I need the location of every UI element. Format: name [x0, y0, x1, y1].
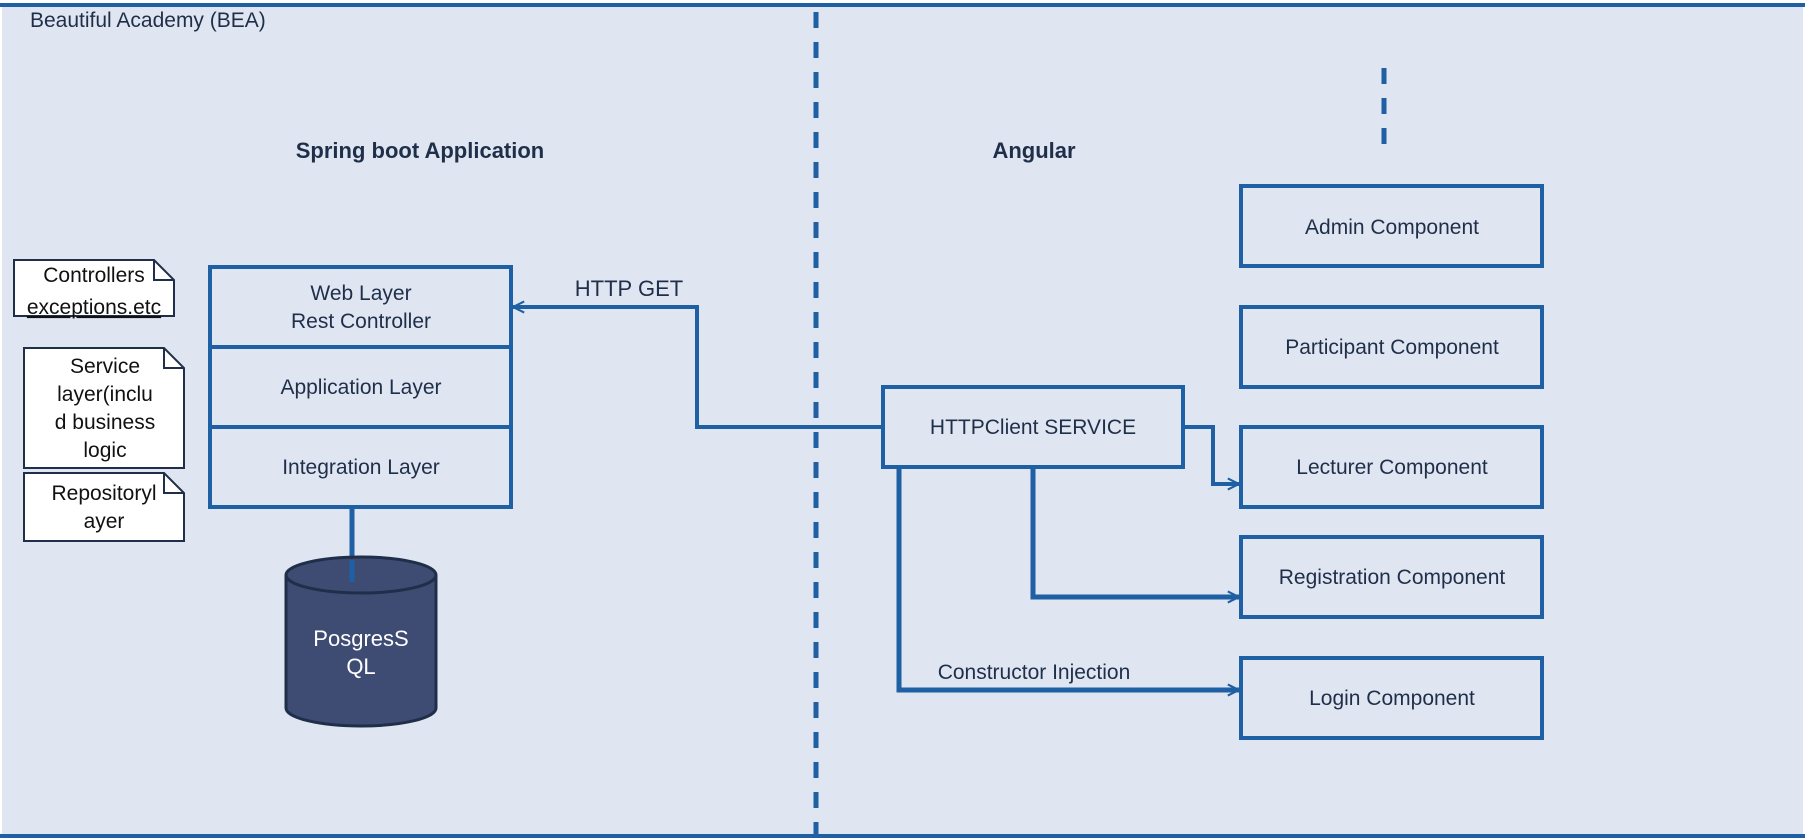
note-repository-line1: Repositoryl	[51, 482, 156, 505]
frame-background	[2, 4, 1803, 836]
service-to-login-arrow	[896, 467, 1239, 690]
note-service-line1: Service	[70, 355, 140, 378]
frontend-heading: Angular	[992, 138, 1076, 163]
note-service-line2: layer(inclu	[57, 383, 153, 406]
registration-component-label: Registration Component	[1279, 566, 1506, 589]
note-service: Service layer(inclu d business logic	[23, 347, 185, 469]
lecturer-component-label: Lecturer Component	[1296, 456, 1488, 479]
layer-integration-label: Integration Layer	[282, 456, 440, 479]
constructor-injection-label: Constructor Injection	[938, 661, 1131, 684]
admin-component-label: Admin Component	[1305, 216, 1479, 239]
database-cylinder: PosgresS QL	[284, 555, 438, 728]
layer-web-line1: Web Layer	[310, 282, 411, 305]
backend-heading: Spring boot Application	[296, 138, 545, 163]
note-repository-line2: ayer	[84, 510, 125, 533]
layer-application-label: Application Layer	[280, 376, 441, 399]
service-to-lecturer-arrow	[1183, 425, 1239, 484]
note-controllers: Controllers exceptions.etc	[13, 259, 175, 319]
admin-component: Admin Component	[1239, 184, 1544, 268]
participant-component-label: Participant Component	[1285, 336, 1499, 359]
layer-web-line2: Rest Controller	[291, 310, 431, 333]
http-get-label: HTTP GET	[575, 276, 683, 301]
note-service-line3: d business	[55, 411, 155, 434]
note-repository: Repositoryl ayer	[23, 472, 185, 542]
registration-component: Registration Component	[1239, 535, 1544, 619]
lecturer-component: Lecturer Component	[1239, 425, 1544, 509]
note-service-line4: logic	[83, 439, 126, 462]
httpclient-service-label: HTTPClient SERVICE	[930, 416, 1136, 439]
participant-component: Participant Component	[1239, 305, 1544, 389]
login-component: Login Component	[1239, 656, 1544, 740]
login-component-label: Login Component	[1309, 687, 1475, 710]
layer-integration: Integration Layer	[208, 425, 513, 509]
http-get-arrow	[513, 307, 883, 429]
note-controllers-line2: exceptions.etc	[27, 296, 161, 319]
database-label-line2: QL	[346, 654, 375, 679]
database-label-line1: PosgresS	[313, 626, 408, 651]
note-controllers-line1: Controllers	[43, 264, 145, 287]
service-to-registration-arrow	[1030, 467, 1239, 597]
frame-title: Beautiful Academy (BEA)	[30, 9, 266, 32]
